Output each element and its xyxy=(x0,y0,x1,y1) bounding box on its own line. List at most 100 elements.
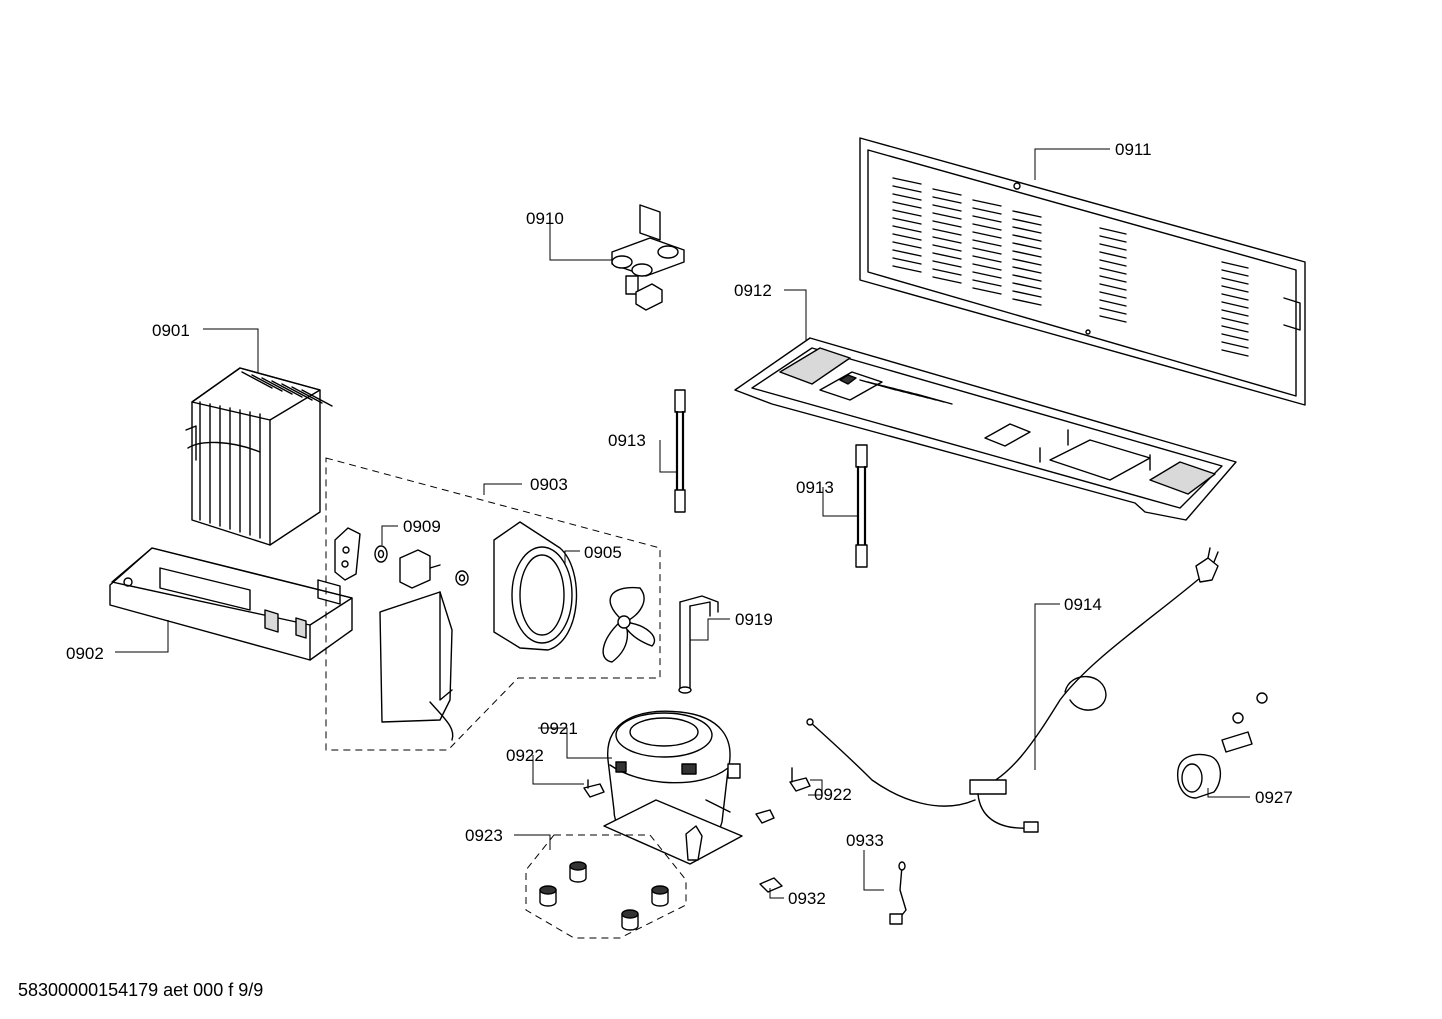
panel-louver-slot xyxy=(1221,293,1249,301)
leader-lines xyxy=(115,148,1250,899)
panel-louver-slot xyxy=(972,287,1002,295)
panel-louver-slot xyxy=(1012,298,1042,306)
panel-louver-slot xyxy=(1012,266,1042,274)
rubber-foot-top xyxy=(621,909,639,919)
panel-louver-slot xyxy=(1012,242,1042,250)
panel-louver-slot xyxy=(932,268,962,276)
panel-louver-slot xyxy=(932,276,962,284)
part-0903-fan-shroud xyxy=(493,521,578,651)
panel-louver-slot xyxy=(1012,290,1042,298)
plate-vent-slot xyxy=(915,393,953,405)
document-id-footer: 58300000154179 aet 000 f 9/9 xyxy=(18,980,264,1000)
panel-louver-slot xyxy=(1099,283,1127,291)
panel-louver-slot xyxy=(1012,226,1042,234)
panel-louver-slot xyxy=(932,212,962,220)
panel-louver-slot xyxy=(892,209,922,217)
fan-assembly-group-boundary xyxy=(325,457,661,751)
panel-louver-slot xyxy=(1099,259,1127,267)
part-0901-condenser-coil xyxy=(185,367,333,546)
panel-louver-slot xyxy=(1099,315,1127,323)
panel-louver-slot xyxy=(892,177,922,185)
panel-louver-slot xyxy=(972,223,1002,231)
panel-louver-slot xyxy=(892,257,922,265)
part-0912-base-plate xyxy=(734,337,1237,521)
panel-louver-slot xyxy=(972,263,1002,271)
panel-louver-slot xyxy=(1012,250,1042,258)
panel-louver-slot xyxy=(932,204,962,212)
label-0911: 0911 xyxy=(1115,140,1152,159)
panel-louver-slot xyxy=(1012,258,1042,266)
part-0910-water-valve xyxy=(611,204,685,311)
panel-louver-slot xyxy=(1012,274,1042,282)
panel-louver-slot xyxy=(1012,218,1042,226)
part-0922-clip-right-lower xyxy=(755,809,775,824)
panel-louver-slot xyxy=(892,193,922,201)
label-0913-lower: 0913 xyxy=(796,478,834,497)
label-0910: 0910 xyxy=(526,209,564,228)
rubber-foot-top xyxy=(539,885,557,895)
coil-tube-top xyxy=(251,374,283,392)
panel-louver-slot xyxy=(892,249,922,257)
rubber-foot-top xyxy=(569,861,587,871)
part-number-labels: 0901 0902 0903 0905 0909 0910 0911 0912 … xyxy=(66,140,1293,908)
panel-louver-slot xyxy=(1221,261,1249,269)
coil-tube-top xyxy=(301,389,333,407)
panel-louver-slot xyxy=(972,231,1002,239)
panel-louver-slot xyxy=(972,207,1002,215)
panel-louver-slot xyxy=(1221,341,1249,349)
panel-louver-slot xyxy=(1099,267,1127,275)
panel-louver-slot xyxy=(932,244,962,252)
part-0922-clip-right-upper xyxy=(789,767,811,792)
panel-louver-slot xyxy=(972,199,1002,207)
part-0913-hose-lower xyxy=(855,444,868,568)
panel-louver-slot xyxy=(1099,299,1127,307)
panel-louver-slot xyxy=(892,185,922,193)
label-0909: 0909 xyxy=(403,517,441,536)
panel-louver-slot xyxy=(932,260,962,268)
part-0903-gasket xyxy=(334,527,361,581)
coil-tube-top xyxy=(261,377,293,395)
label-0923: 0923 xyxy=(465,826,503,845)
label-0919: 0919 xyxy=(735,610,773,629)
panel-louver-slot xyxy=(1221,309,1249,317)
panel-louver-slot xyxy=(932,236,962,244)
coil-tube-top xyxy=(241,371,273,389)
panel-louver-slot xyxy=(892,241,922,249)
part-0913-hose-upper xyxy=(674,389,686,513)
part-0923-rubber-feet xyxy=(539,861,669,931)
panel-louver-slot xyxy=(1221,269,1249,277)
panel-louver-slot xyxy=(1099,275,1127,283)
panel-louver-slot xyxy=(932,188,962,196)
part-0902-drip-tray xyxy=(109,547,353,661)
panel-louver-slot xyxy=(1099,291,1127,299)
label-0914: 0914 xyxy=(1064,595,1102,614)
part-0932-connector xyxy=(759,877,783,893)
part-0903-nut xyxy=(455,570,469,586)
panel-louver-slot xyxy=(972,279,1002,287)
panel-louver-slot xyxy=(892,225,922,233)
part-0919-defrost-heater xyxy=(678,595,719,694)
part-0903-fan-motor xyxy=(399,549,441,589)
panel-louver-slot xyxy=(972,255,1002,263)
label-0913-upper: 0913 xyxy=(608,431,646,450)
panel-louver-slot xyxy=(1099,235,1127,243)
panel-louver-slot xyxy=(1012,282,1042,290)
panel-louver-slot xyxy=(1099,243,1127,251)
feet-group-boundary xyxy=(525,834,687,939)
part-0903-fan-bracket-left xyxy=(379,591,454,741)
label-0921: 0921 xyxy=(540,719,578,738)
part-0922-clip-left xyxy=(583,779,605,798)
panel-louver-slot xyxy=(1099,251,1127,259)
coil-tube-top xyxy=(291,386,323,404)
label-0903: 0903 xyxy=(530,475,568,494)
panel-louver-slot xyxy=(892,217,922,225)
panel-louver-slot xyxy=(932,196,962,204)
panel-louver-slot xyxy=(972,271,1002,279)
panel-louver-slot xyxy=(1099,307,1127,315)
panel-louver-slot xyxy=(1221,301,1249,309)
panel-louver-slot xyxy=(1221,285,1249,293)
panel-louver-slot xyxy=(1221,333,1249,341)
panel-louver-slot xyxy=(892,201,922,209)
part-0927-capacitor xyxy=(1177,692,1268,799)
